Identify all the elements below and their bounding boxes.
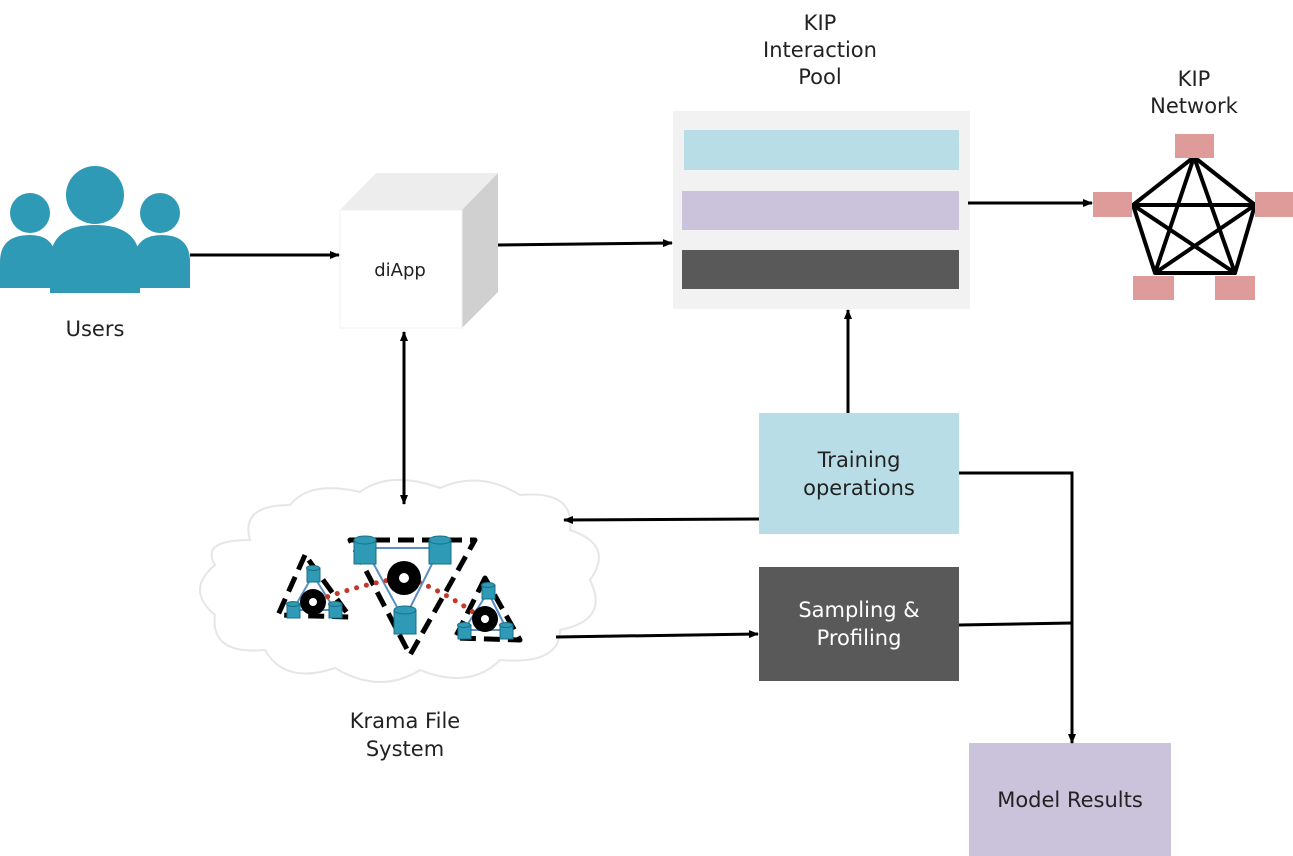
connector-training-to-model [959,471,1076,744]
network-title-line-2: Network [1150,94,1238,118]
krama-cluster [275,535,523,658]
storage-cylinder-icon [499,622,514,640]
network-node [1133,276,1174,300]
users-label: Users [65,317,125,341]
network-node [1215,276,1255,300]
storage-cylinder-icon [393,605,417,635]
arrow-krama-to-sampling [555,630,759,639]
arrow-diapp-to-pool [497,239,673,248]
network-node [1255,192,1293,217]
diapp-label: diApp [374,260,426,281]
users-group-icon [0,166,190,293]
sampling-line-1: Sampling & [798,598,920,622]
network-title-line-1: KIP [1177,67,1211,91]
storage-cylinder-icon [306,565,321,583]
krama-title-line-2: System [365,737,445,761]
connector-sampling-to-model [958,621,1073,627]
network-node [1093,192,1132,217]
storage-cylinder-icon [286,601,301,619]
pool-bar-1 [684,130,959,170]
pool-title-line-2: Interaction [763,38,877,62]
storage-cylinder-icon [353,535,377,565]
pool-title-line-3: Pool [798,65,842,89]
arrow-training-to-krama [563,515,760,524]
model-results-label: Model Results [997,787,1143,812]
sampling-profiling-label: Sampling & Profiling [759,567,959,681]
network-pentagon-icon [1093,134,1293,300]
storage-cylinder-icon [328,601,343,619]
pool-title-line-1: KIP [803,11,837,35]
storage-cylinder-icon [481,582,496,600]
krama-title-line-1: Krama File [349,709,461,733]
storage-cylinder-icon [457,622,472,640]
training-line-2: operations [803,475,915,500]
model-results-box [969,743,1171,856]
pool-bar-2 [682,191,959,230]
storage-cylinder-icon [428,535,452,565]
training-operations-box [759,413,959,534]
sampling-profiling-box [759,567,959,681]
pool-bar-3 [682,250,959,289]
network-node [1175,134,1214,158]
kip-interaction-pool [673,111,970,309]
diapp-cube [339,173,498,329]
training-line-1: Training [817,447,901,472]
sampling-line-2: Profiling [816,626,902,650]
training-operations-label: Training operations [759,413,959,534]
